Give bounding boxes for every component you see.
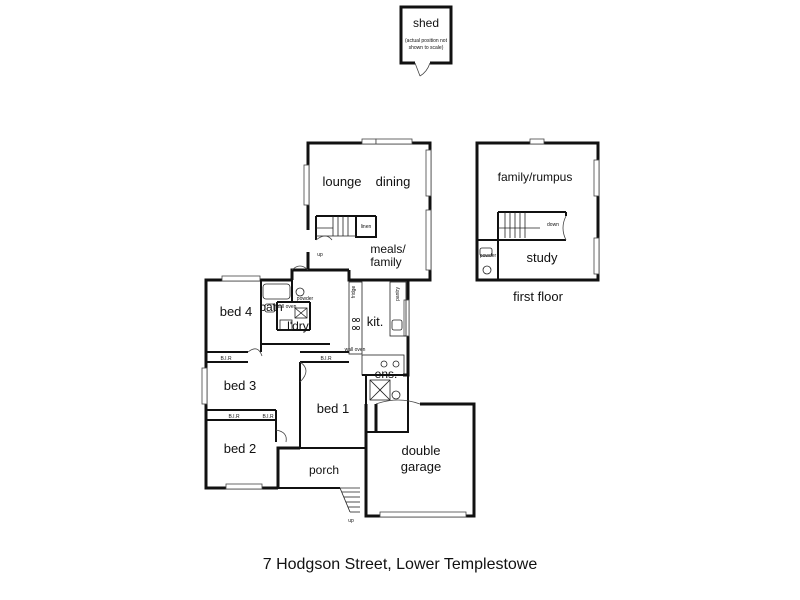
meals-family-label-2: family bbox=[370, 255, 401, 269]
bath-label: bath bbox=[259, 300, 282, 314]
dining-label: dining bbox=[376, 174, 411, 189]
bed1-label: bed 1 bbox=[317, 401, 350, 416]
window-bed3 bbox=[201, 367, 208, 405]
porch-label: porch bbox=[309, 463, 339, 477]
laundry-label: l'dry bbox=[287, 319, 309, 333]
meals-family-label-1: meals/ bbox=[370, 242, 406, 256]
bir-bed4-label: B.I.R bbox=[220, 356, 232, 362]
ensuite-label: ens. bbox=[375, 367, 398, 381]
garage-door bbox=[379, 511, 467, 518]
kitchen-label: kit. bbox=[367, 314, 384, 329]
study-label: study bbox=[526, 250, 558, 265]
ground-floor: linen up lounge dining meals/ family bat… bbox=[201, 138, 476, 524]
lounge-label: lounge bbox=[322, 174, 361, 189]
shed: shed (actual position not shown to scale… bbox=[399, 5, 453, 77]
steps-up-label: up bbox=[348, 518, 354, 524]
garage-label-2: garage bbox=[401, 459, 441, 474]
powder-label: powder bbox=[297, 296, 314, 302]
address-caption: 7 Hodgson Street, Lower Templestowe bbox=[263, 556, 538, 573]
shed-note-1: (actual position not bbox=[405, 38, 448, 44]
bed4-label: bed 4 bbox=[220, 304, 253, 319]
down-label: down bbox=[547, 222, 559, 228]
up-label: up bbox=[317, 252, 323, 258]
bed2-label: bed 2 bbox=[224, 441, 257, 456]
fridge-label: fridge bbox=[351, 286, 357, 299]
bir-bed2-label: B.I.R bbox=[228, 414, 240, 420]
first-floor-powder-label: powder bbox=[480, 253, 497, 259]
wall-oven-label: wall oven bbox=[276, 304, 297, 310]
shed-label: shed bbox=[413, 16, 439, 30]
bir-bed3-label: B.I.R bbox=[262, 414, 274, 420]
family-rumpus-label: family/rumpus bbox=[498, 170, 573, 184]
pantry-label: pantry bbox=[395, 287, 401, 301]
first-floor: family/rumpus down powder study first fl… bbox=[475, 138, 600, 304]
shed-note-2: shown to scale) bbox=[409, 45, 444, 51]
garage-label-1: double bbox=[401, 443, 440, 458]
kitchen-wall-oven-label: wall oven bbox=[345, 347, 366, 353]
bir-bed1-label: B.I.R bbox=[320, 356, 332, 362]
first-floor-title: first floor bbox=[513, 289, 564, 304]
bed3-label: bed 3 bbox=[224, 378, 257, 393]
linen-label: linen bbox=[361, 224, 372, 230]
window-dining bbox=[375, 138, 413, 145]
